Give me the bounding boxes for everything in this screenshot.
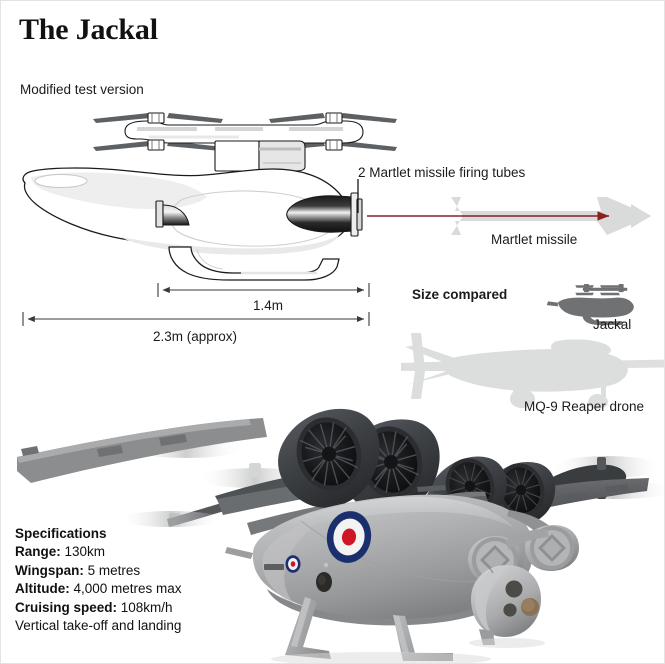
missile-firing-tube bbox=[286, 192, 363, 237]
spec-value-wingspan: 5 metres bbox=[87, 562, 141, 578]
ground-shadow bbox=[271, 638, 545, 663]
dimension-line-outer bbox=[22, 312, 370, 326]
missile-tubes-3d bbox=[468, 525, 579, 584]
landing-gear bbox=[285, 597, 495, 661]
rotor-blades-upper bbox=[93, 113, 397, 123]
left-boom bbox=[217, 481, 339, 535]
martlet-missile-silhouette bbox=[451, 197, 651, 235]
specifications-block: Specifications Range: 130km Wingspan: 5 … bbox=[15, 525, 182, 635]
size-compared-heading: Size compared bbox=[412, 287, 508, 302]
right-wing bbox=[471, 478, 649, 519]
spec-row-altitude: Altitude: 4,000 metres max bbox=[15, 580, 182, 598]
raf-roundel-main bbox=[326, 511, 372, 563]
front-engine-nacelles bbox=[278, 408, 440, 515]
spec-key-altitude: Altitude: bbox=[15, 581, 70, 597]
fuselage-line-art bbox=[22, 167, 351, 281]
fuselage-sensor-port bbox=[316, 562, 332, 592]
tail-nozzle bbox=[155, 200, 190, 228]
spec-key-range: Range: bbox=[15, 544, 61, 560]
dorsal-equipment-bay bbox=[433, 491, 489, 514]
serial-marking bbox=[264, 564, 284, 570]
spec-footnote: Vertical take-off and landing bbox=[15, 618, 182, 634]
dorsal-antenna bbox=[417, 485, 446, 500]
spec-row-wingspan: Wingspan: 5 metres bbox=[15, 562, 182, 580]
fuselage-body-3d bbox=[252, 494, 534, 626]
size-compared-label-jackal: Jackal bbox=[593, 317, 632, 332]
dimension-line-inner bbox=[157, 283, 370, 297]
rotor-assembly bbox=[93, 112, 397, 172]
spec-value-cruising-speed: 108km/h bbox=[120, 599, 173, 615]
dimension-label-outer: 2.3m (approx) bbox=[153, 329, 238, 344]
diagram-subtitle: Modified test version bbox=[20, 82, 144, 97]
rear-rotor-assembly bbox=[548, 456, 664, 501]
raf-roundel-small bbox=[285, 555, 301, 573]
label-martlet-missile: Martlet missile bbox=[491, 232, 578, 247]
spec-value-range: 130km bbox=[64, 544, 106, 560]
front-rotor-assembly bbox=[119, 436, 339, 527]
rear-engine-nacelles bbox=[431, 456, 556, 526]
specifications-heading: Specifications bbox=[15, 526, 107, 541]
nose-probe bbox=[225, 547, 253, 559]
callout-missile-tubes: 2 Martlet missile firing tubes bbox=[358, 165, 526, 180]
sensor-turret bbox=[471, 565, 541, 637]
rotor-blades-lower bbox=[93, 141, 397, 151]
spec-row-cruising-speed: Cruising speed: 108km/h bbox=[15, 599, 182, 617]
left-wing bbox=[17, 418, 267, 483]
page-title: The Jackal bbox=[19, 13, 158, 46]
spec-value-altitude: 4,000 metres max bbox=[73, 581, 182, 597]
rear-fuselage-taper bbox=[507, 510, 557, 545]
spec-key-cruising-speed: Cruising speed: bbox=[15, 599, 118, 615]
dimension-label-inner: 1.4m bbox=[253, 298, 284, 313]
size-compared-label-mq9: MQ-9 Reaper drone bbox=[524, 399, 645, 414]
spec-row-range: Range: 130km bbox=[15, 543, 182, 561]
mq9-reaper-silhouette bbox=[401, 333, 664, 409]
spec-key-wingspan: Wingspan: bbox=[15, 562, 84, 578]
